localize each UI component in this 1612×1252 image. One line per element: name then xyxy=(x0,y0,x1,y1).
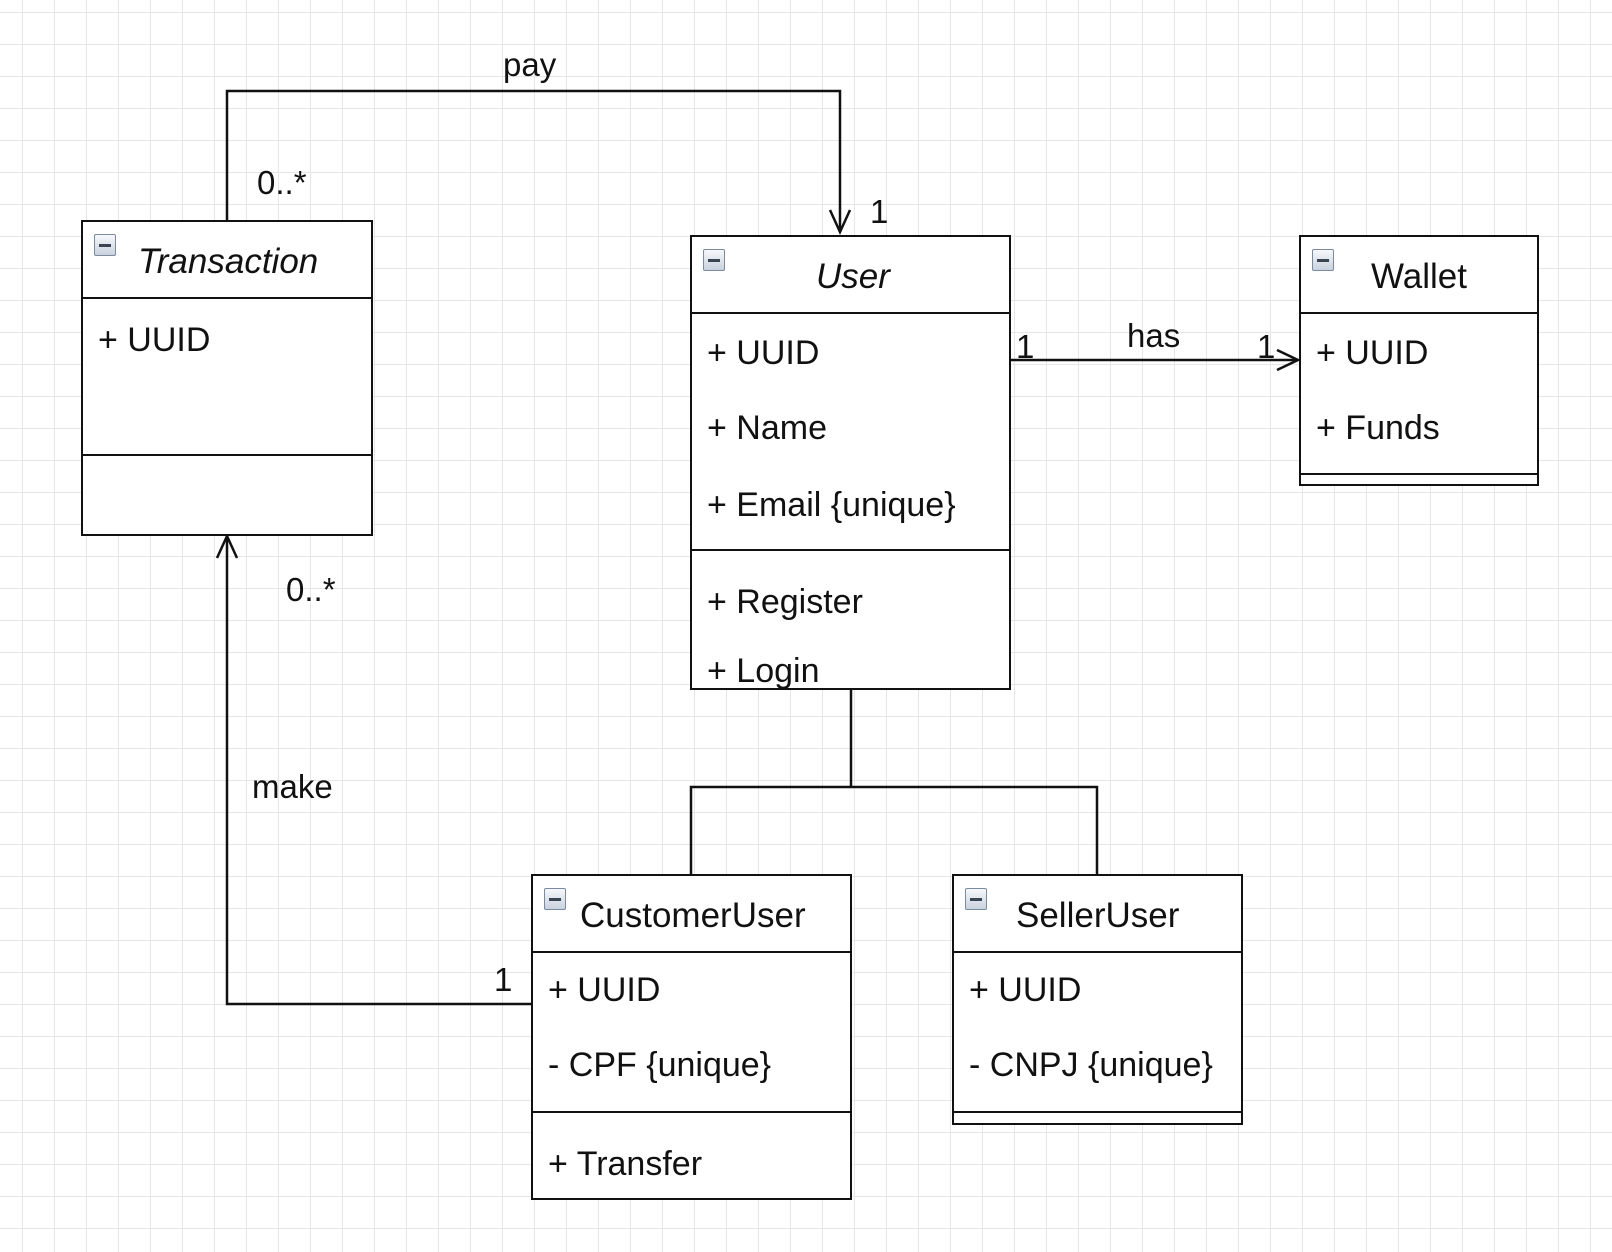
collapse-icon[interactable] xyxy=(703,249,725,271)
class-attribute: + UUID xyxy=(707,334,820,372)
class-name: User xyxy=(816,257,890,296)
class-method: + Register xyxy=(707,583,863,621)
section-divider xyxy=(954,1111,1241,1113)
class-attribute: - CPF {unique} xyxy=(548,1046,772,1084)
class-name: SellerUser xyxy=(1016,896,1180,935)
class-wallet[interactable]: Wallet + UUID + Funds xyxy=(1299,235,1539,486)
has-target-multiplicity: 1 xyxy=(1257,328,1276,365)
pay-association-line[interactable] xyxy=(225,89,842,232)
class-name: CustomerUser xyxy=(580,896,806,935)
inheritance-line[interactable] xyxy=(689,785,1099,874)
make-source-multiplicity: 1 xyxy=(494,961,513,998)
pay-association-label: pay xyxy=(503,46,557,83)
class-attribute: + UUID xyxy=(1316,334,1429,372)
pay-source-multiplicity: 0..* xyxy=(257,164,307,201)
class-transaction[interactable]: Transaction + UUID xyxy=(81,220,373,536)
class-attribute: + UUID xyxy=(548,971,661,1009)
collapse-icon[interactable] xyxy=(94,234,116,256)
class-name: Transaction xyxy=(138,242,319,281)
class-transaction-header[interactable]: Transaction xyxy=(83,222,371,299)
make-association-label: make xyxy=(252,768,333,805)
class-attribute: + UUID xyxy=(969,971,1082,1009)
class-attribute: + Funds xyxy=(1316,409,1440,447)
has-arrowhead xyxy=(1276,348,1301,372)
class-attribute: + UUID xyxy=(98,321,211,359)
collapse-icon[interactable] xyxy=(965,888,987,910)
class-seller-user[interactable]: SellerUser + UUID - CNPJ {unique} xyxy=(952,874,1243,1125)
section-divider xyxy=(1301,473,1537,475)
class-customer-user-header[interactable]: CustomerUser xyxy=(533,876,850,953)
section-divider xyxy=(533,1111,850,1113)
class-attribute: + Name xyxy=(707,409,827,447)
class-user[interactable]: User + UUID + Name + Email {unique} + Re… xyxy=(690,235,1011,690)
class-user-header[interactable]: User xyxy=(692,237,1009,314)
class-seller-user-header[interactable]: SellerUser xyxy=(954,876,1241,953)
class-wallet-header[interactable]: Wallet xyxy=(1301,237,1537,314)
collapse-icon[interactable] xyxy=(1312,249,1334,271)
pay-arrowhead xyxy=(828,209,852,236)
make-association-line[interactable] xyxy=(225,536,531,1006)
class-name: Wallet xyxy=(1371,257,1467,296)
has-association-label: has xyxy=(1127,317,1181,354)
make-target-multiplicity: 0..* xyxy=(286,571,336,608)
class-method: + Login xyxy=(707,652,820,690)
section-divider xyxy=(83,454,371,456)
class-method: + Transfer xyxy=(548,1145,703,1183)
collapse-icon[interactable] xyxy=(544,888,566,910)
has-source-multiplicity: 1 xyxy=(1016,328,1035,365)
pay-target-multiplicity: 1 xyxy=(870,193,889,230)
class-attribute: + Email {unique} xyxy=(707,486,956,524)
class-customer-user[interactable]: CustomerUser + UUID - CPF {unique} + Tra… xyxy=(531,874,852,1200)
section-divider xyxy=(692,549,1009,551)
make-arrowhead xyxy=(215,532,239,559)
class-attribute: - CNPJ {unique} xyxy=(969,1046,1213,1084)
